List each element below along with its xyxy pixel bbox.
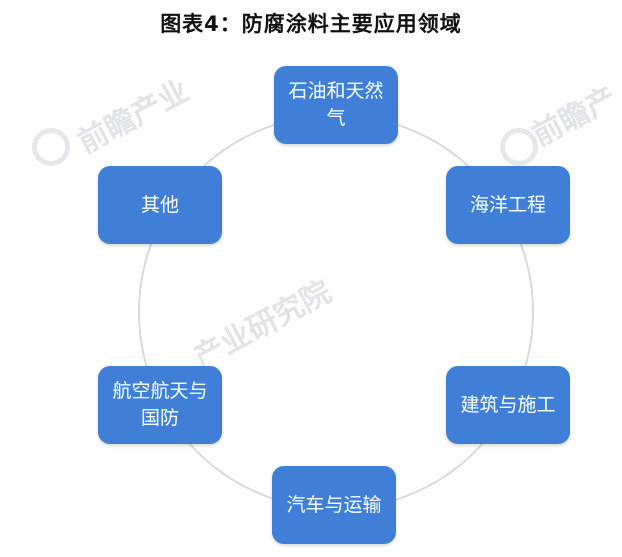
node-label: 汽车与运输: [286, 493, 382, 516]
watermark-logo: [32, 128, 70, 166]
chart-title: 图表4：防腐涂料主要应用领域: [160, 12, 462, 36]
node-aerospace-defense: 航空航天与国防: [98, 366, 222, 444]
node-label: 石油和天然气: [288, 80, 384, 129]
watermark-logo: [500, 128, 538, 166]
node-oil-and-gas: 石油和天然气: [274, 66, 398, 144]
node-construction: 建筑与施工: [446, 366, 570, 444]
node-automotive-transport: 汽车与运输: [272, 466, 396, 544]
node-label: 海洋工程: [469, 193, 546, 216]
node-label: 其他: [140, 193, 179, 216]
node-label: 建筑与施工: [460, 393, 556, 416]
node-label: 航空航天与国防: [112, 380, 208, 429]
node-marine-engineering: 海洋工程: [446, 166, 570, 244]
node-other: 其他: [98, 166, 222, 244]
